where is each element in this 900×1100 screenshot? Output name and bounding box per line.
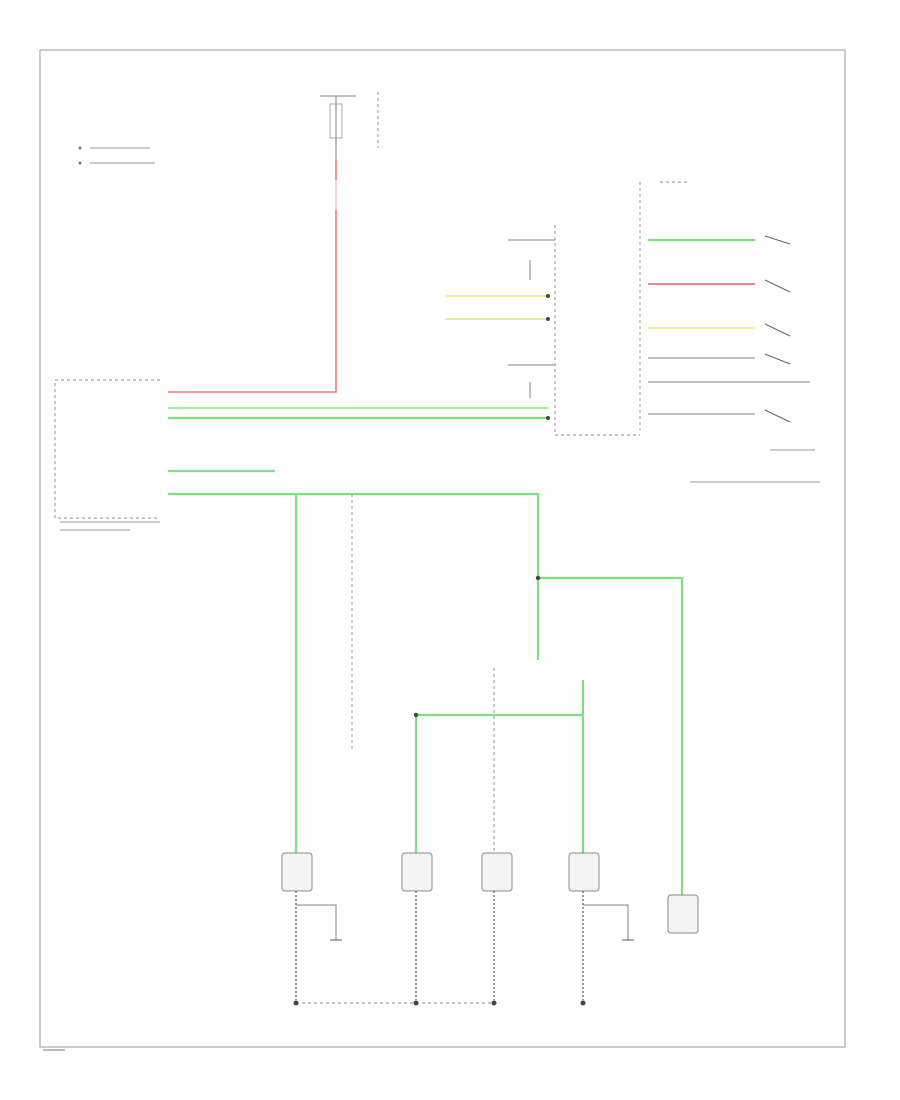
lamp-2: [401, 852, 433, 1000]
power-source-fuse: [320, 92, 379, 160]
lamp-3: [481, 852, 513, 1000]
red-power-wire: [168, 160, 341, 393]
legend: [78, 146, 155, 165]
body-control-module: [54, 379, 160, 531]
lamp-4: [568, 852, 634, 1000]
yellow-wires: [445, 295, 548, 320]
green-data-wire: [168, 406, 548, 420]
ground-bus: [293, 1000, 586, 1006]
bcm-output-wires: [168, 469, 684, 895]
shift-control-module: [508, 225, 640, 436]
transmission-range-switch: [639, 181, 820, 483]
lamp-branch-wires: [414, 668, 585, 860]
lamp-1: [281, 852, 342, 1000]
splice-points: [413, 294, 550, 718]
lamp-5: [667, 894, 699, 934]
diagram-frame: [39, 49, 846, 1048]
